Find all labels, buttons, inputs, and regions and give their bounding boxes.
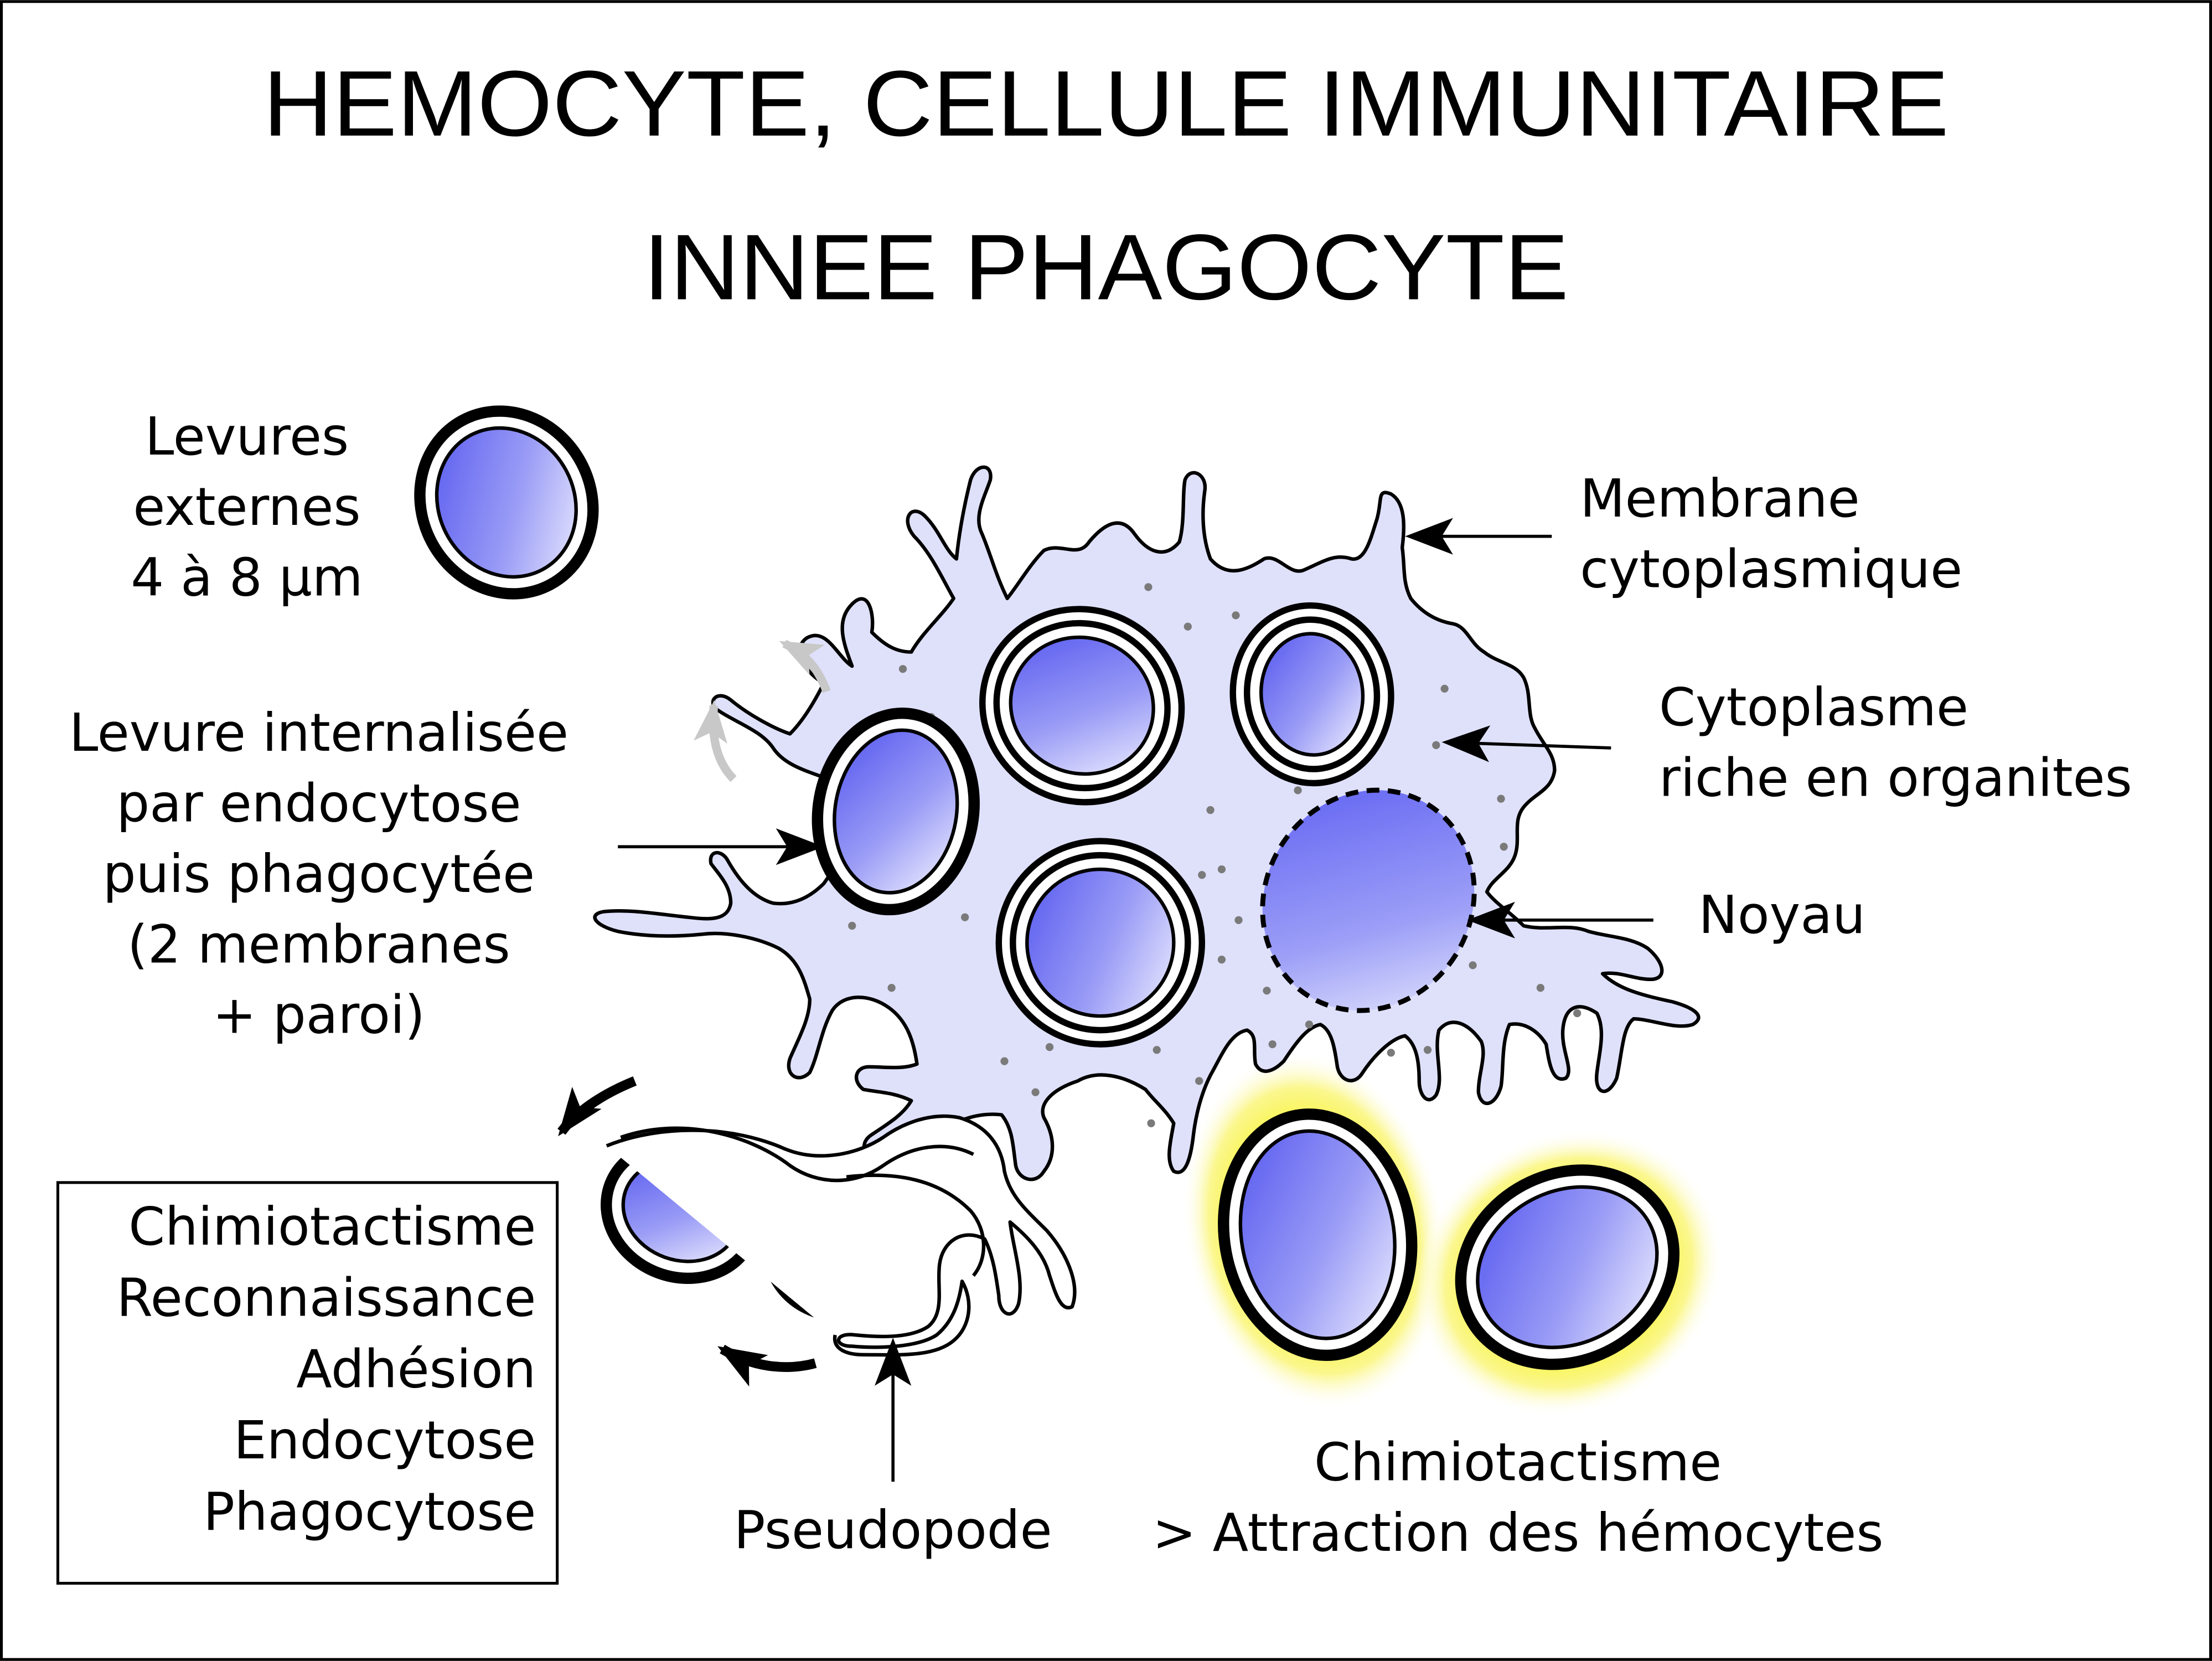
process-steps-box <box>56 1181 559 1585</box>
pseudopod-fold-lower <box>846 1173 986 1277</box>
process-step: Adhésion <box>296 1339 536 1400</box>
organelle-dot <box>1198 871 1206 879</box>
motion-arrow-upper-left <box>557 1076 637 1137</box>
organelle-dot <box>1217 956 1226 964</box>
organelle-dot <box>1217 865 1226 874</box>
organelle-dot <box>1031 1088 1040 1096</box>
yeast-attracting-left <box>1218 1108 1418 1361</box>
label-cytoplasm: riche en organites <box>1659 748 2132 809</box>
yeast-core <box>833 728 959 895</box>
organelle-dot <box>1206 806 1214 814</box>
organelle-dot <box>1234 916 1243 924</box>
label-internalized-yeast: par endocytose <box>116 773 521 834</box>
organelle-dot <box>1536 984 1545 992</box>
motion-arrow-lower-left <box>717 1344 817 1387</box>
organelle-dot <box>898 665 907 673</box>
process-step: Phagocytose <box>203 1482 536 1543</box>
faded-motion-arrow-upper <box>779 639 831 693</box>
organelle-dot <box>1000 1057 1009 1065</box>
organelle-dot <box>1152 1046 1161 1054</box>
faded-motion-arrow-lower <box>694 700 737 782</box>
title-line-2: INNEE PHAGOCYTE <box>643 215 1569 319</box>
organelle-dot <box>887 984 896 992</box>
organelle-dot <box>1440 684 1449 693</box>
process-step: Endocytose <box>234 1410 536 1471</box>
label-external-yeast: 4 à 8 µm <box>131 548 363 608</box>
label-internalized-yeast: (2 membranes <box>127 914 510 975</box>
cytoplasm-pointer-arrow <box>1441 725 1611 762</box>
organelle-dot <box>1500 843 1508 851</box>
yeast-core <box>435 426 578 579</box>
organelle-dot <box>1147 1119 1155 1127</box>
pseudopod-fold-upper <box>620 1126 974 1183</box>
organelle-dot <box>1045 1043 1054 1051</box>
label-internalized-yeast: Levure internalisée <box>69 703 568 764</box>
organelle-dots <box>848 583 1582 1127</box>
organelle-dot <box>1263 987 1271 995</box>
yeast-core <box>1025 867 1176 1018</box>
pseudopod-outline <box>606 1114 1077 1357</box>
label-membrane: cytoplasmique <box>1580 539 1962 600</box>
organelle-dot <box>1195 1077 1203 1085</box>
organelle-dot <box>1432 741 1440 749</box>
organelle-dot <box>1573 1009 1582 1018</box>
label-internalized-yeast: + paroi) <box>213 985 425 1046</box>
yeast-internalized-top <box>979 606 1185 806</box>
yeast-core <box>1238 1129 1397 1340</box>
label-external-yeast: Levures <box>145 406 349 467</box>
organelle-dot <box>1183 622 1192 631</box>
yeast-core <box>1259 632 1365 757</box>
organelle-dot <box>1469 961 1477 969</box>
label-cytoplasm: Cytoplasme <box>1659 677 1968 738</box>
hemocyte-cytoplasm <box>593 465 1701 1182</box>
yeast-core <box>1009 635 1155 776</box>
organelle-dot <box>1387 1049 1395 1057</box>
label-pseudopod: Pseudopode <box>734 1500 1052 1561</box>
diagram-labels: Levures externes 4 à 8 µm Levure internalis… <box>69 406 2132 1564</box>
organelle-dot <box>961 913 969 921</box>
label-membrane: Membrane <box>1580 468 1859 529</box>
label-nucleus: Noyau <box>1698 885 1865 946</box>
organelle-dot <box>1497 795 1505 803</box>
organelle-dot <box>1294 786 1302 795</box>
yeast-attracting-right <box>1455 1164 1680 1370</box>
yeast-internalized-lower <box>995 838 1206 1048</box>
organelle-dot <box>1423 1046 1432 1054</box>
organelle-dot <box>1232 611 1240 620</box>
yeast-internalized-upper-right <box>1229 602 1394 787</box>
yeast-core <box>1476 1185 1659 1349</box>
nucleus <box>1260 787 1477 1013</box>
label-chemotaxis-attraction: > Attraction des hémocytes <box>1152 1503 1884 1564</box>
title-line-1: HEMOCYTE, CELLULE IMMUNITAIRE <box>263 51 1949 156</box>
organelle-dot <box>1144 583 1152 591</box>
yeast-external <box>414 405 599 600</box>
organelle-dot <box>1305 1020 1314 1029</box>
process-step: Reconnaissance <box>117 1268 536 1329</box>
process-step: Chimiotactisme <box>128 1196 536 1257</box>
organelle-dot <box>848 921 856 930</box>
label-chemotaxis-attraction: Chimiotactisme <box>1314 1432 1722 1493</box>
label-external-yeast: externes <box>133 477 360 538</box>
label-internalized-yeast: puis phagocytée <box>103 844 535 905</box>
process-steps-list: ChimiotactismeReconnaissanceAdhésionEndo… <box>117 1196 536 1543</box>
yeast-being-internalized <box>812 708 980 916</box>
organelle-dot <box>1268 1040 1276 1049</box>
